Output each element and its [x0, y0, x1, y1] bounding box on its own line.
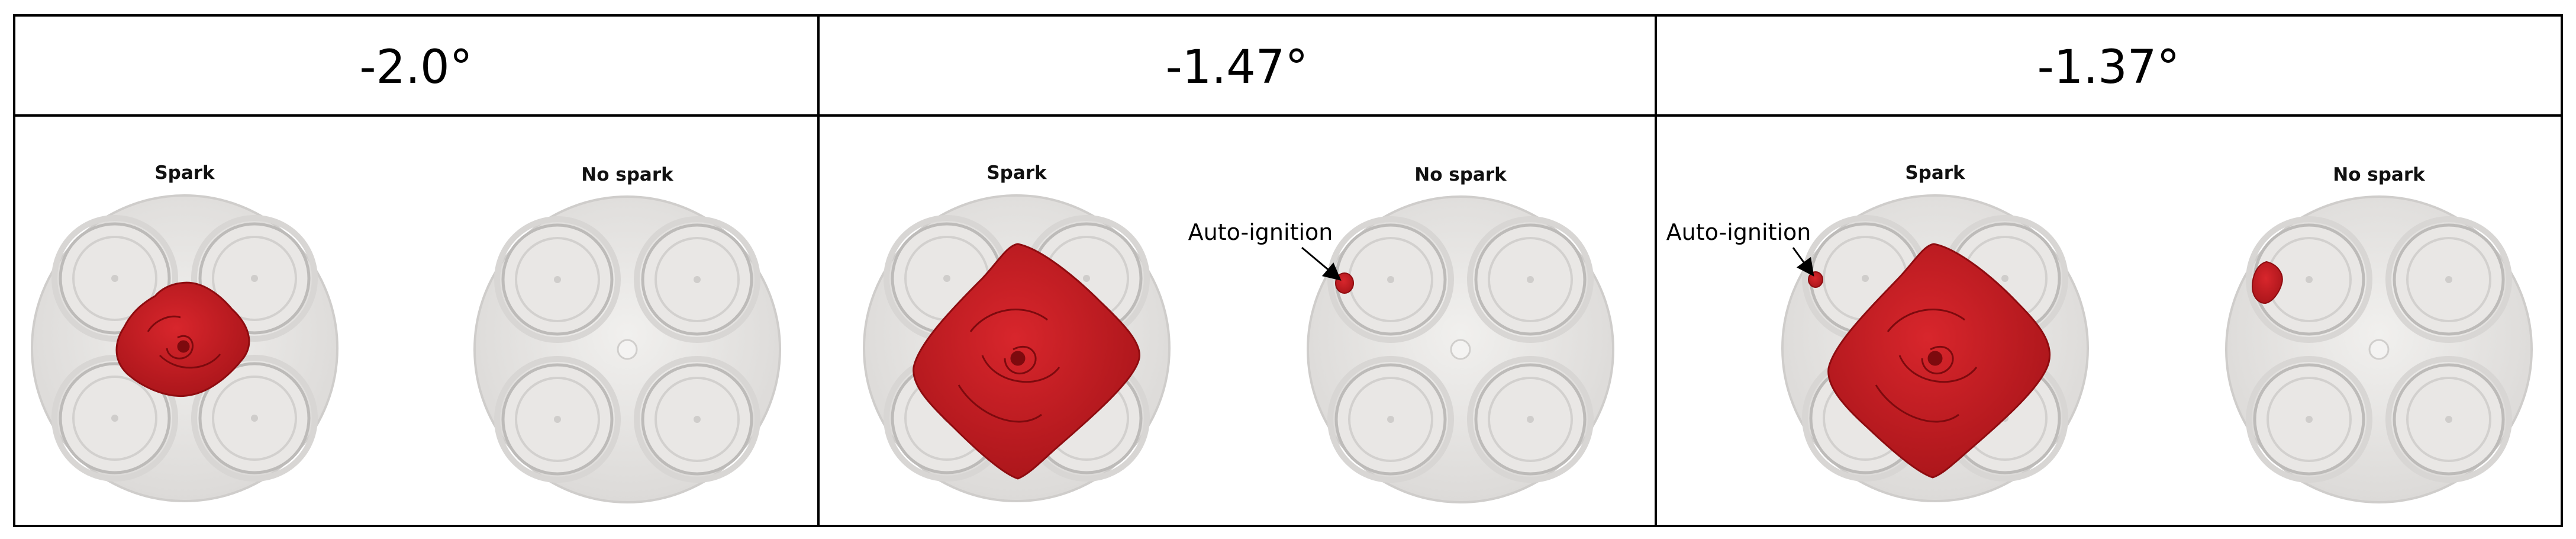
auto-ignition-kernel-panel-3-spark: [1808, 271, 1823, 288]
valve: [2385, 356, 2512, 483]
valve: [634, 356, 760, 483]
panel-2-annotation: Auto-ignition: [1188, 219, 1333, 245]
valve: [1327, 356, 1454, 483]
valve: [2385, 216, 2512, 343]
flame-kernel-panel-2-spark: [913, 243, 1141, 480]
panel-2-spark-label: Spark: [986, 162, 1047, 184]
chamber-panel-1-nospark: [473, 195, 781, 503]
panel-3-spark-label: Spark: [1905, 162, 1966, 184]
panel-1-header: -2.0°: [359, 41, 472, 94]
chamber-panel-2-nospark: [1307, 195, 1614, 503]
valve: [191, 355, 318, 482]
panel-1-nospark-label: No spark: [581, 164, 674, 185]
chamber-panel-3-nospark: [2225, 195, 2533, 503]
valve: [2246, 356, 2372, 483]
panel-3-annotation-arrow: [1792, 247, 1814, 277]
panel-1-spark-label: Spark: [154, 162, 215, 184]
spark-plug-port: [1450, 339, 1471, 360]
annotations: Auto-ignition Auto-ignition: [1188, 219, 1814, 281]
panel-3-header: -1.37°: [2037, 41, 2180, 94]
table-grid: [13, 14, 2563, 527]
flame-kernels: [115, 243, 2283, 480]
valve: [1467, 216, 1594, 343]
valve: [51, 355, 178, 482]
valve: [634, 216, 760, 343]
panel-3-annotation: Auto-ignition: [1666, 219, 1811, 245]
valve: [494, 356, 621, 483]
valve: [1467, 356, 1594, 483]
valve: [494, 216, 621, 343]
panel-2-annotation-arrow: [1301, 246, 1342, 281]
panel-3-nospark-label: No spark: [2333, 164, 2426, 185]
auto-ignition-kernel-panel-3-nospark: [2251, 261, 2283, 304]
flame-detail-panel-1: [147, 315, 221, 369]
auto-ignition-kernel-panel-2: [1335, 272, 1354, 294]
flame-detail-panel-2: [957, 309, 1060, 423]
spark-plug-port: [617, 339, 638, 360]
panel-2-header: -1.47°: [1166, 41, 1308, 94]
combustion-chambers: [31, 194, 2533, 503]
flame-kernel-panel-1-spark: [115, 281, 250, 397]
valve: [2246, 216, 2372, 343]
flame-detail-panel-3: [1875, 309, 1978, 423]
spark-plug-port: [2368, 339, 2390, 360]
panel-2-nospark-label: No spark: [1414, 164, 1507, 185]
